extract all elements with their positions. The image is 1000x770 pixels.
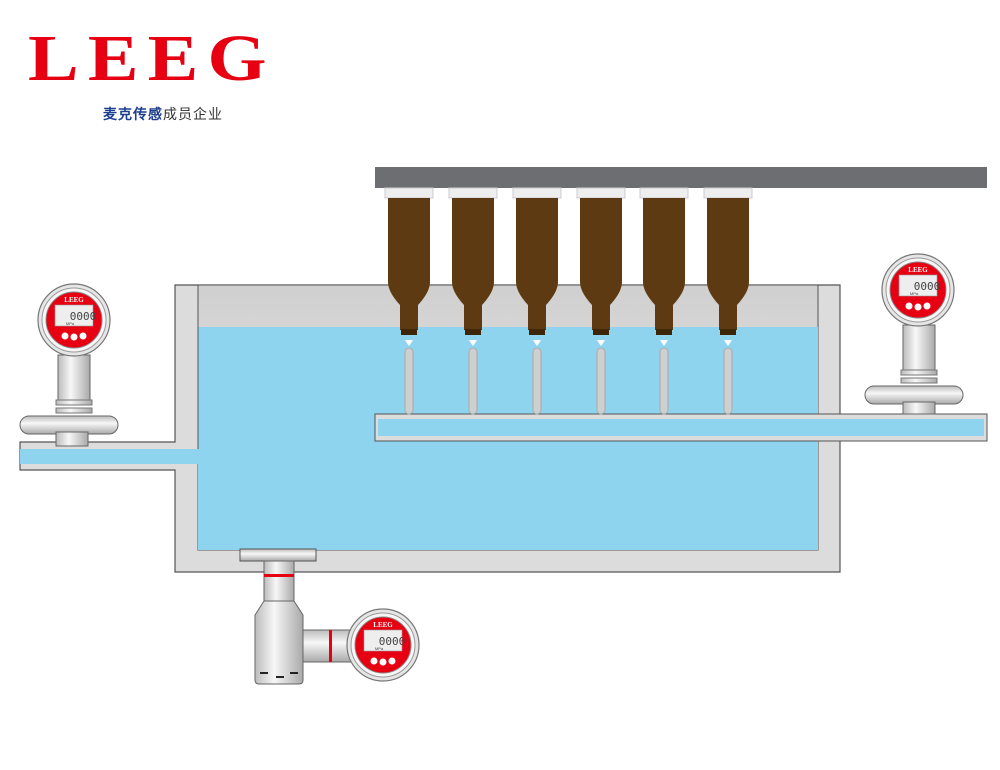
left-gauge [37, 283, 111, 357]
bottle [384, 187, 434, 415]
bottle-body [388, 198, 430, 330]
logo-brand: LEEG [28, 22, 276, 95]
bottle-holder [512, 187, 562, 199]
conveyor-bar [375, 167, 987, 188]
bottom-gauge [346, 608, 420, 682]
bottle-mouth [720, 329, 736, 335]
spray-nozzle [532, 347, 542, 415]
right-pressure-sensor [864, 253, 964, 415]
bottle-body [516, 198, 558, 330]
spray-nozzle [468, 347, 478, 415]
bottle-body [580, 198, 622, 330]
bottle-mouth [529, 329, 545, 335]
bottle-mouth [401, 329, 417, 335]
bottle-mouth [593, 329, 609, 335]
bottle-holder [703, 187, 753, 199]
spray-nozzle [723, 347, 733, 415]
bottle-mouth [656, 329, 672, 335]
logo-tagline: 麦克传感成员企业 [103, 104, 223, 124]
spray-nozzle-tip [597, 340, 605, 346]
bottle [576, 187, 626, 415]
spray-nozzle [596, 347, 606, 415]
tagline-strong: 麦克传感 [103, 106, 163, 122]
right-gauge [881, 253, 955, 327]
bottle-holder [384, 187, 434, 199]
leeg-logo: LEEG 麦克传感成员企业 [28, 26, 266, 123]
bottle [448, 187, 498, 415]
inlet-pipe-water [20, 449, 200, 464]
bottle-body [707, 198, 749, 330]
bottle [639, 187, 689, 415]
bottle-holder [448, 187, 498, 199]
left-pressure-sensor [19, 283, 119, 447]
tagline-rest: 成员企业 [163, 106, 223, 122]
spray-nozzle-tip [469, 340, 477, 346]
spray-nozzle-tip [533, 340, 541, 346]
bottom-pressure-sensor [239, 548, 420, 685]
bottle-holder [639, 187, 689, 199]
spray-nozzle-tip [724, 340, 732, 346]
manifold-water [378, 419, 984, 436]
bottle-body [452, 198, 494, 330]
bottle [703, 187, 753, 415]
bottle-body [643, 198, 685, 330]
spray-nozzle [659, 347, 669, 415]
spray-nozzle-tip [660, 340, 668, 346]
bottle [512, 187, 562, 415]
bottle-holder [576, 187, 626, 199]
bottle-mouth [465, 329, 481, 335]
spray-nozzle [404, 347, 414, 415]
spray-nozzle-tip [405, 340, 413, 346]
